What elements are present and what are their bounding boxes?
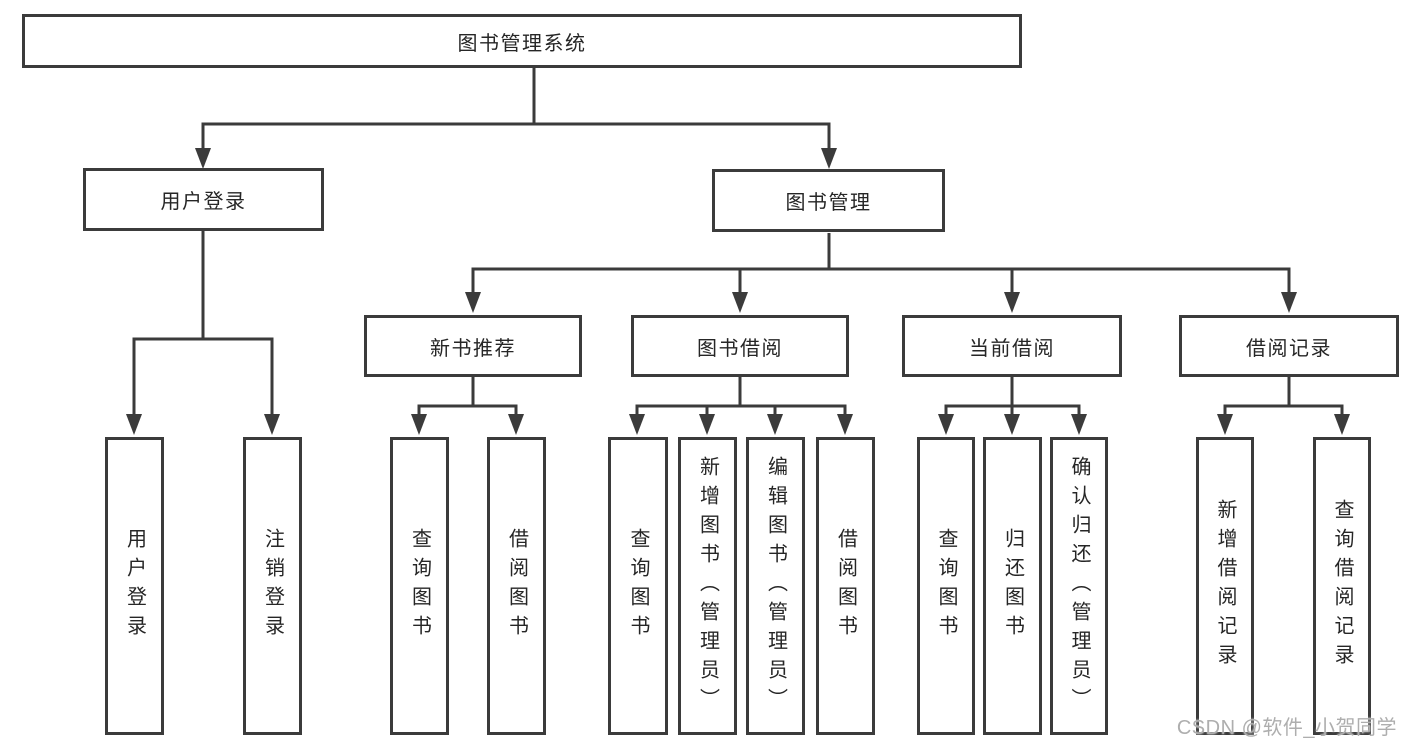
leaf-query-books-recommend-label: 查询图书 (408, 528, 431, 644)
leaf-query-books-current-label: 查询图书 (935, 528, 957, 644)
arrowheads (126, 148, 1350, 435)
leaf-borrow-books: 借阅图书 (816, 437, 875, 735)
leaf-add-book-admin-label: 新增图书（管理员） (696, 455, 719, 717)
leaf-add-book-admin: 新增图书（管理员） (678, 437, 737, 735)
leaf-user-login: 用户登录 (105, 437, 164, 735)
leaf-query-books-borrow: 查询图书 (608, 437, 668, 735)
node-root-library-system: 图书管理系统 (22, 14, 1022, 68)
node-new-book-recommend: 新书推荐 (364, 315, 582, 377)
node-user-login-branch: 用户登录 (83, 168, 324, 231)
leaf-query-books-borrow-label: 查询图书 (627, 528, 649, 644)
leaf-logout: 注销登录 (243, 437, 302, 735)
leaf-user-login-label: 用户登录 (123, 528, 146, 644)
leaf-borrow-books-recommend: 借阅图书 (487, 437, 546, 735)
leaf-query-borrow-record-label: 查询借阅记录 (1331, 499, 1353, 673)
leaf-return-book: 归还图书 (983, 437, 1042, 735)
leaf-add-borrow-record: 新增借阅记录 (1196, 437, 1254, 735)
leaf-add-borrow-record-label: 新增借阅记录 (1214, 499, 1236, 673)
node-book-borrow: 图书借阅 (631, 315, 849, 377)
node-borrow-records: 借阅记录 (1179, 315, 1399, 377)
node-book-management-branch: 图书管理 (712, 169, 945, 232)
leaf-borrow-books-label: 借阅图书 (834, 528, 857, 644)
node-current-borrow: 当前借阅 (902, 315, 1122, 377)
leaf-query-books-current: 查询图书 (917, 437, 975, 735)
leaf-confirm-return-admin-label: 确认归还（管理员） (1068, 455, 1090, 717)
leaf-query-books-recommend: 查询图书 (390, 437, 449, 735)
leaf-confirm-return-admin: 确认归还（管理员） (1050, 437, 1108, 735)
leaf-query-borrow-record: 查询借阅记录 (1313, 437, 1371, 735)
leaf-edit-book-admin: 编辑图书（管理员） (746, 437, 805, 735)
leaf-edit-book-admin-label: 编辑图书（管理员） (764, 455, 787, 717)
leaf-return-book-label: 归还图书 (1001, 528, 1024, 644)
leaf-borrow-books-recommend-label: 借阅图书 (505, 528, 528, 644)
csdn-watermark: CSDN @软件_小贺同学 (1176, 717, 1397, 739)
leaf-logout-label: 注销登录 (261, 528, 284, 644)
